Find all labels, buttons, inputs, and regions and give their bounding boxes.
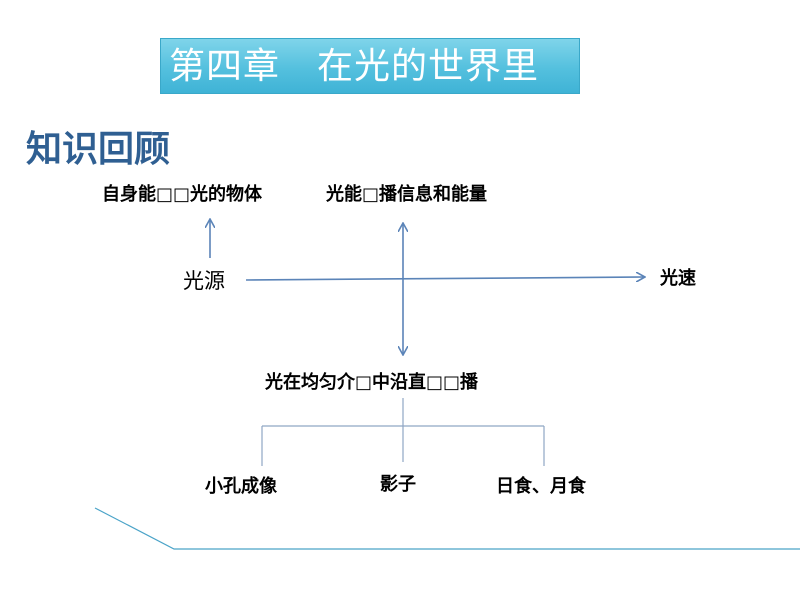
light-speed-node: 光速 (660, 268, 696, 289)
light-source-node: 光源 (183, 269, 225, 293)
shadow-node: 影子 (380, 474, 416, 495)
decorative-footer-line (94, 507, 800, 550)
straight-line-propagation-node: 光在均匀介□中沿直□□播 (265, 372, 479, 393)
chapter-title-banner: 第四章 在光的世界里 (160, 38, 580, 94)
arrow-to-light-speed (245, 277, 644, 280)
eclipse-node: 日食、月食 (496, 476, 586, 497)
light-source-definition: 自身能□□光的物体 (102, 184, 263, 205)
section-heading: 知识回顾 (26, 129, 171, 170)
pinhole-imaging-node: 小孔成像 (205, 476, 277, 497)
light-transmits-node: 光能□播信息和能量 (326, 184, 488, 205)
